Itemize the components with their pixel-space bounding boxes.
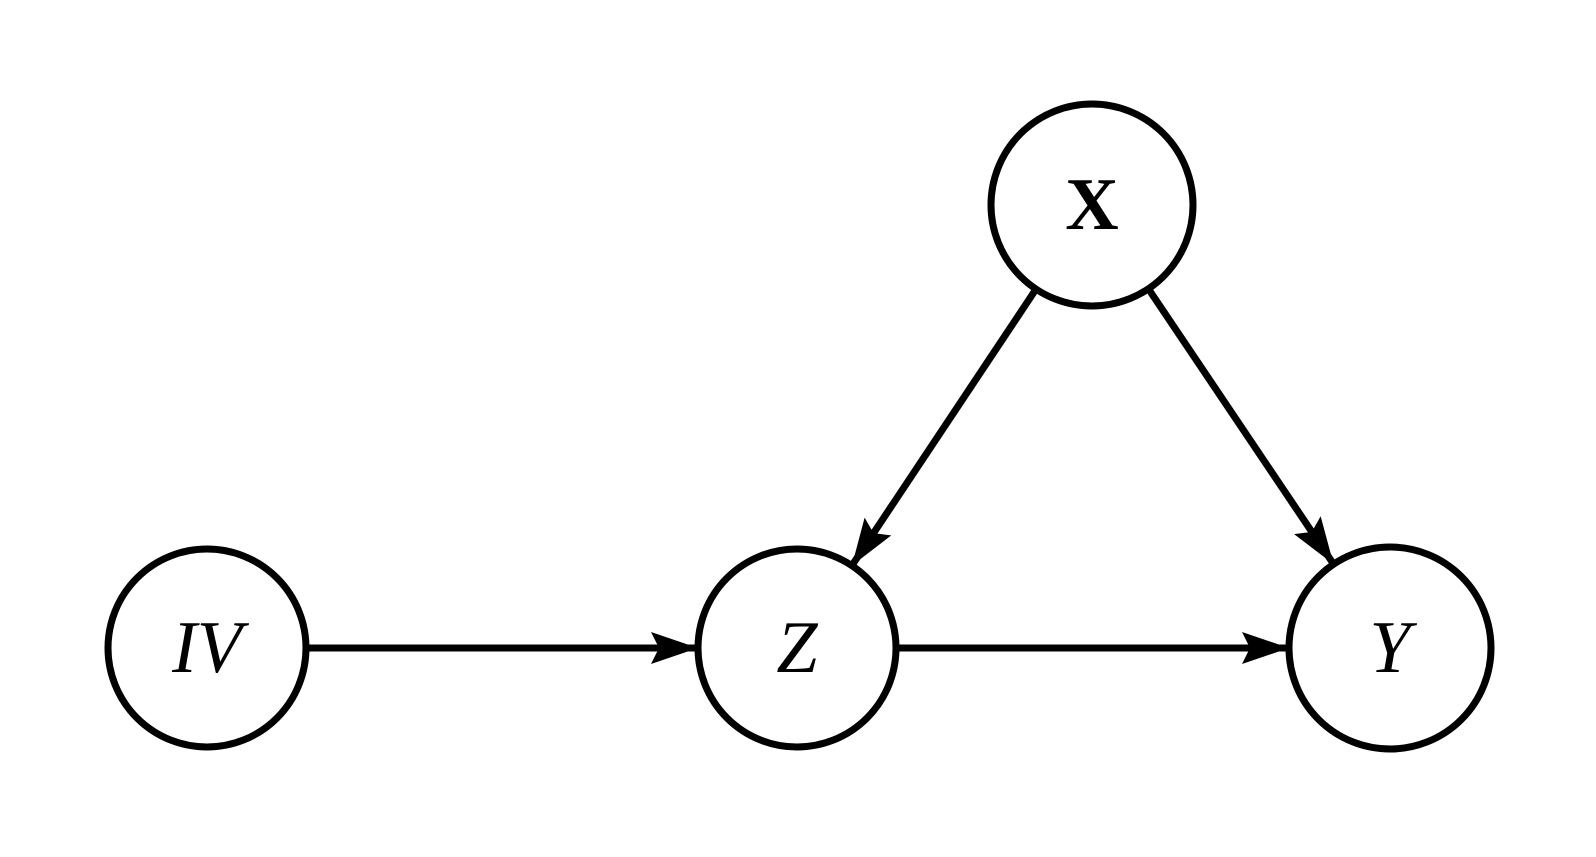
edge-X-to-Z	[848, 287, 1039, 568]
node-circle-IV	[104, 545, 310, 751]
node-Y: Y	[1285, 543, 1495, 753]
node-label-Y: Y	[1369, 607, 1417, 689]
edge-X-to-Y	[1145, 286, 1337, 567]
node-circle-X	[987, 100, 1197, 310]
node-label-X: X	[1065, 164, 1118, 246]
node-label-Z: Z	[776, 607, 818, 689]
node-circle-Z	[694, 545, 900, 751]
node-circle-Y	[1285, 543, 1495, 753]
node-Z: Z	[694, 545, 900, 751]
node-IV: IV	[104, 545, 310, 751]
node-label-IV: IV	[171, 607, 250, 689]
node-X: X	[987, 100, 1197, 310]
